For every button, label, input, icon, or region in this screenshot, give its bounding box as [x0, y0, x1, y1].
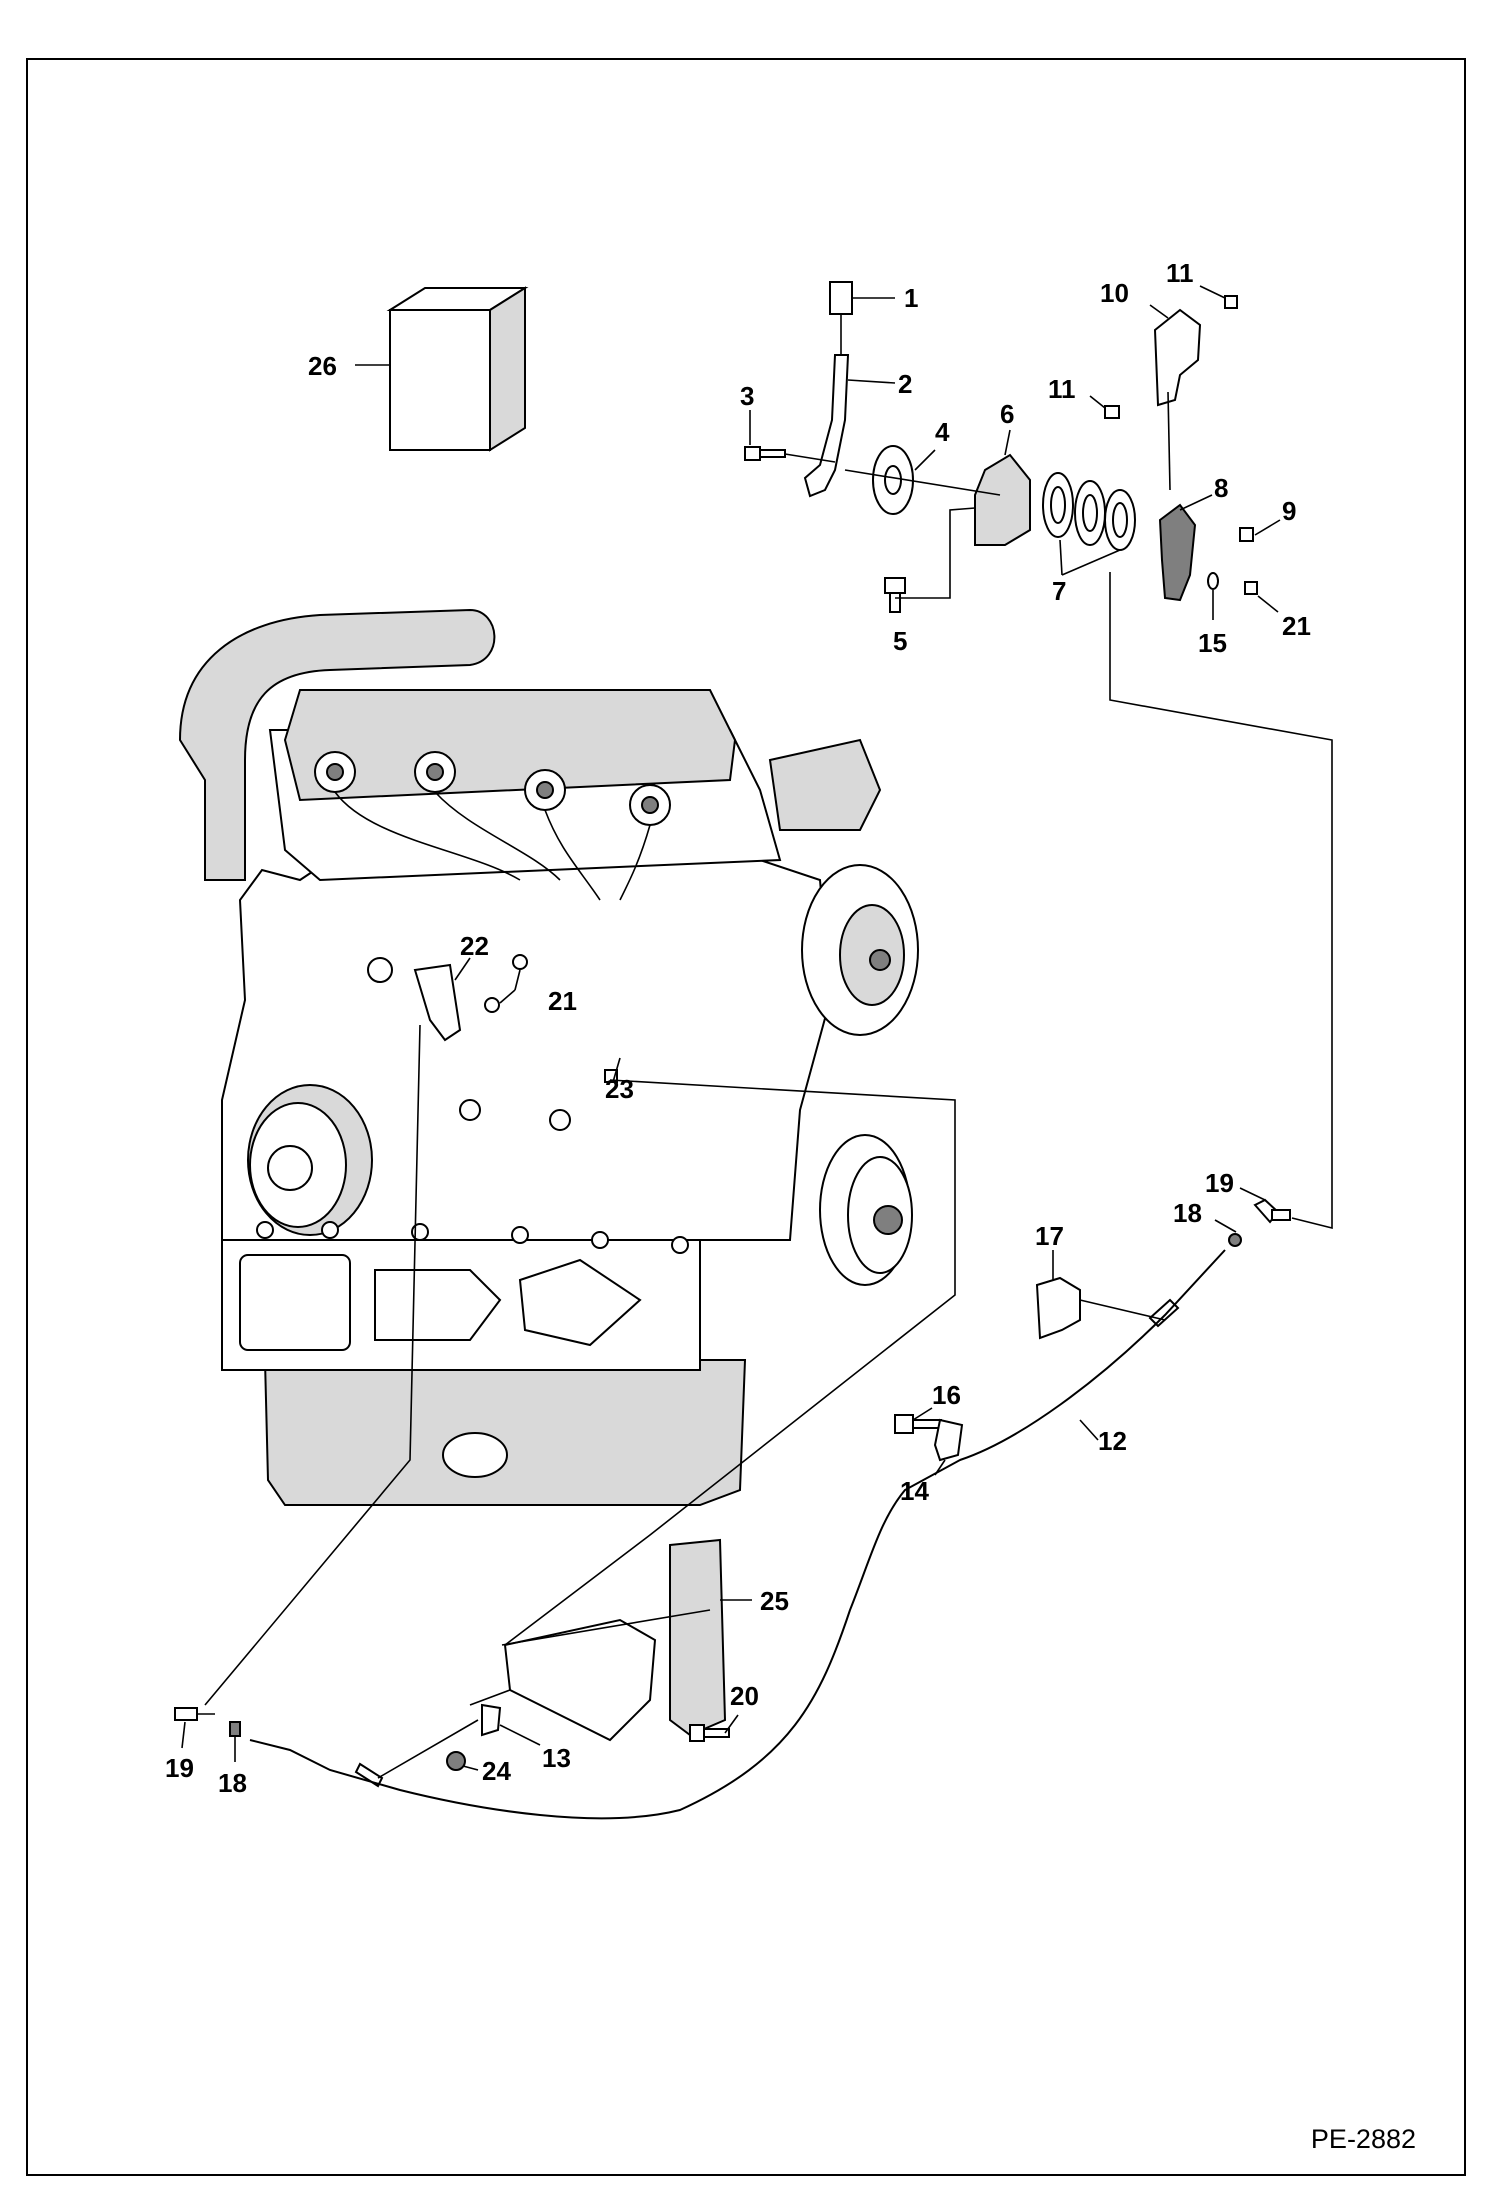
- callout-19-upper: 19: [1205, 1168, 1234, 1198]
- bolt-part-3: [744, 446, 786, 461]
- callout-14: 14: [900, 1476, 929, 1506]
- engine-assembly-illustration: [178, 608, 919, 1506]
- nut-part-18-upper: [1228, 1233, 1242, 1247]
- callout-17: 17: [1035, 1221, 1064, 1251]
- callout-leaders: [181, 285, 1281, 1771]
- clamp-part-14: [933, 1418, 964, 1462]
- callout-4: 4: [935, 417, 950, 447]
- callout-labels: 1 2 3 4 5 6 7 8 9 10 11 11 12 13 14 15 1…: [165, 258, 1311, 1798]
- callout-13: 13: [542, 1743, 571, 1773]
- callout-5: 5: [893, 626, 907, 656]
- callout-26: 26: [308, 351, 337, 381]
- nut-part-11a: [1224, 295, 1238, 309]
- bolt-part-24: [446, 1751, 466, 1771]
- callout-21-lever: 21: [1282, 611, 1311, 641]
- plate-part-6: [974, 453, 1031, 546]
- callout-16: 16: [932, 1380, 961, 1410]
- callout-9: 9: [1282, 496, 1296, 526]
- nut-part-21a: [512, 954, 528, 970]
- bracket-part-22: [413, 963, 462, 1042]
- nut-part-18-lower: [229, 1721, 241, 1737]
- throttle-cable-part-12: [249, 1249, 1226, 1820]
- callout-2: 2: [898, 369, 912, 399]
- callout-7: 7: [1052, 576, 1066, 606]
- nut-part-21c: [1244, 581, 1258, 595]
- callout-6: 6: [1000, 399, 1014, 429]
- callout-25: 25: [760, 1586, 789, 1616]
- callout-11-top: 11: [1166, 258, 1194, 288]
- bolt-part-5: [884, 577, 906, 613]
- callout-19-lower: 19: [165, 1753, 194, 1783]
- routing-lines: [204, 391, 1333, 1779]
- washer-part-15: [1207, 572, 1219, 590]
- plate-part-25: [669, 1538, 727, 1737]
- callout-24: 24: [482, 1756, 511, 1786]
- fitting-part-19-upper: [1253, 1198, 1291, 1224]
- knob-part-1: [829, 281, 853, 355]
- nut-part-11b: [1104, 405, 1120, 419]
- nut-part-9: [1239, 527, 1254, 542]
- spacers-part-7: [1042, 472, 1136, 551]
- lever-part-8: [1158, 503, 1197, 602]
- callout-8: 8: [1214, 473, 1228, 503]
- callout-12: 12: [1098, 1426, 1127, 1456]
- nut-part-21b: [484, 997, 500, 1013]
- reference-code: PE-2882: [1310, 2124, 1416, 2154]
- lever-part-2: [803, 354, 850, 498]
- clamp-part-13: [481, 1703, 502, 1737]
- callout-18-lower: 18: [218, 1768, 247, 1798]
- callout-10: 10: [1100, 278, 1129, 308]
- bracket-part-mount: [503, 1618, 657, 1742]
- kit-box-part: [386, 286, 529, 452]
- callout-23: 23: [605, 1074, 634, 1104]
- callout-20: 20: [730, 1681, 759, 1711]
- bracket-part-10: [1153, 308, 1202, 407]
- callout-1: 1: [904, 283, 918, 313]
- bolt-part-20: [689, 1724, 730, 1742]
- callout-21-engine: 21: [548, 986, 577, 1016]
- fitting-part-19-lower: [174, 1707, 215, 1721]
- callout-3: 3: [740, 381, 754, 411]
- bracket-part-17: [1035, 1276, 1081, 1340]
- callout-11-left: 11: [1048, 374, 1076, 404]
- callout-22: 22: [460, 931, 489, 961]
- callout-15: 15: [1198, 628, 1227, 658]
- bolt-part-16: [894, 1414, 942, 1434]
- callout-18-upper: 18: [1173, 1198, 1202, 1228]
